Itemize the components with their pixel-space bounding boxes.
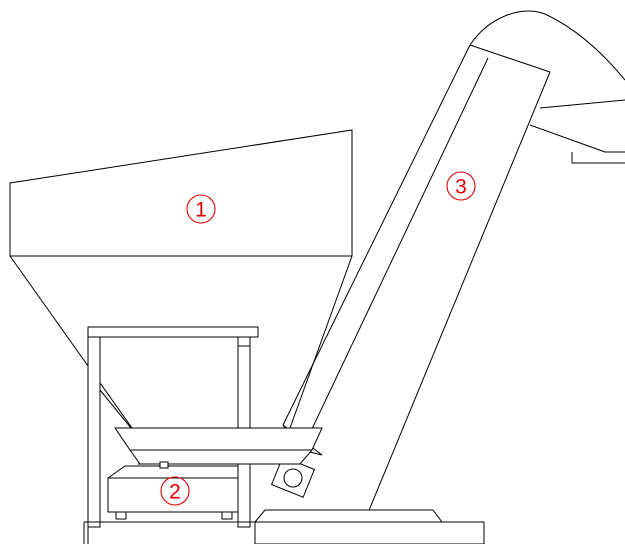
conveyor-casing-top [469, 44, 551, 73]
marker-3-label: 3 [455, 176, 467, 199]
weighing-scale [107, 461, 239, 520]
weigh-pan [114, 427, 323, 465]
feed-hopper [9, 129, 353, 429]
support-frame [87, 326, 259, 528]
inclined-conveyor [270, 10, 625, 521]
marker-2: 2 [160, 476, 190, 506]
frame-top-plate [87, 326, 259, 338]
marker-2-label: 2 [169, 481, 181, 504]
base-structures [83, 509, 485, 544]
hopper-left-slope [9, 255, 133, 429]
conveyor-head-hood [469, 10, 625, 81]
conveyor-belt-line [301, 57, 489, 451]
conveyor-base [254, 509, 485, 544]
marker-1: 1 [186, 194, 216, 224]
marker-1-label: 1 [195, 199, 207, 222]
hopper-upper-box [9, 129, 353, 257]
hopper-right-slope [289, 255, 353, 429]
conveyor-casing-right [364, 71, 551, 521]
frame-leg-left [87, 336, 101, 528]
marker-3: 3 [446, 171, 476, 201]
discharge-chute [529, 99, 625, 164]
